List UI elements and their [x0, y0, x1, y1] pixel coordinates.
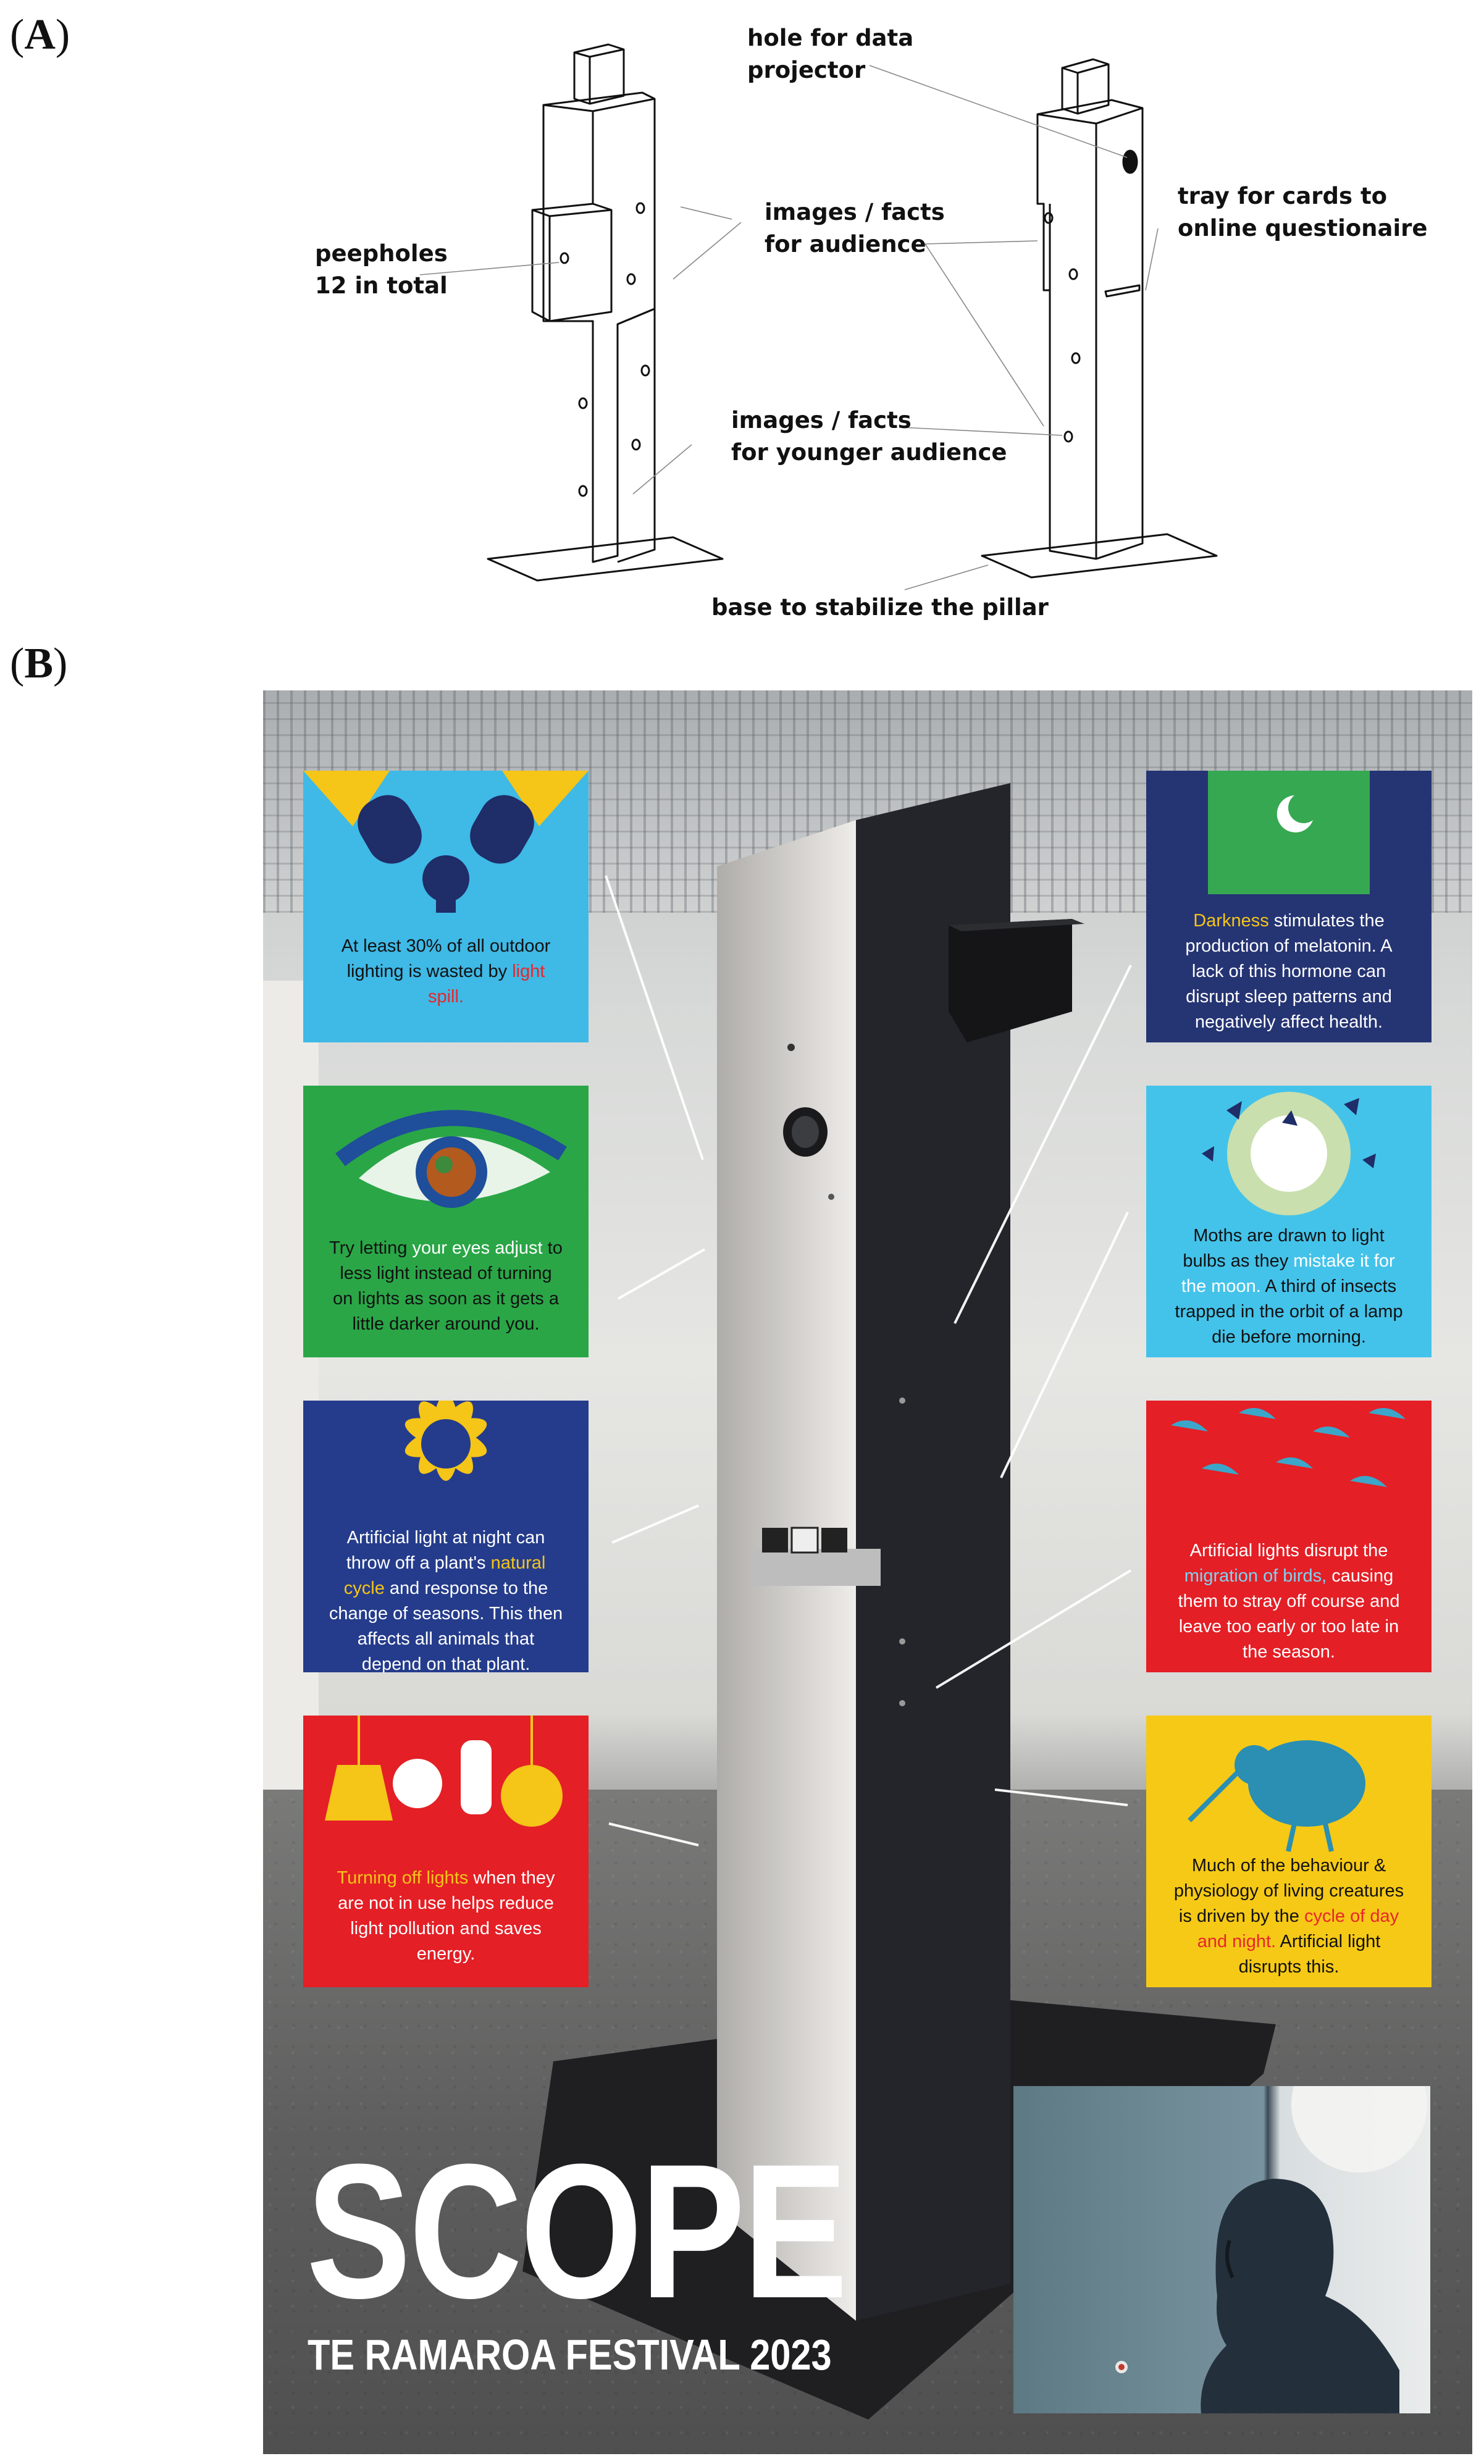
info-card-plant-cycle: Artificial light at night can throw off … — [303, 1401, 589, 1672]
card-tray — [1104, 284, 1141, 298]
light-bulbs-icon — [325, 1716, 563, 1827]
moths-bulb-icon — [1202, 1092, 1376, 1215]
annotation-base: base to stabilize the pillar — [711, 594, 1049, 621]
annotation-images-audience: images / facts for audience — [765, 199, 945, 258]
info-card-turn-off-lights: Turning off lights when they are not in … — [303, 1716, 589, 1987]
card-text: Much of the behaviour & physiology of li… — [1173, 1855, 1404, 1977]
kiwi-bird-icon — [1188, 1740, 1365, 1852]
annotation-images-younger: images / facts for younger audience — [731, 407, 1007, 466]
card-text: At least 30% of all outdoor lighting is … — [341, 936, 551, 1007]
sunflower-icon — [405, 1401, 487, 1481]
card-text: Darkness stimulates the production of me… — [1185, 910, 1393, 1032]
moon-window-icon — [1159, 771, 1419, 894]
festival-subtitle: TE RAMAROA FESTIVAL 2023 — [308, 2331, 832, 2379]
card-text: Moths are drawn to light bulbs as they m… — [1175, 1225, 1403, 1347]
pillar-sketches — [419, 43, 1218, 590]
leader-lines — [419, 65, 1159, 590]
card-text: Try letting your eyes adjust to less lig… — [329, 1238, 563, 1334]
info-card-light-spill: At least 30% of all outdoor lighting is … — [303, 771, 589, 1042]
exhibit-title: SCOPE — [306, 2124, 848, 2338]
exhibition-photo: At least 30% of all outdoor lighting is … — [263, 690, 1472, 2454]
annotation-peepholes: peepholes 12 in total — [315, 240, 448, 299]
info-card-bird-migration: Artificial lights disrupt the migration … — [1146, 1401, 1432, 1672]
projector-hole — [1122, 149, 1138, 174]
left-pillar-cap — [573, 43, 625, 105]
info-card-moths: Moths are drawn to light bulbs as they m… — [1146, 1086, 1432, 1357]
panel-a-label: (A) — [10, 11, 70, 59]
right-peepholes — [1044, 212, 1081, 443]
left-pillar-mid-block — [531, 203, 613, 322]
visitor-silhouette — [1115, 2086, 1427, 2413]
birds-flock-icon — [1171, 1408, 1406, 1487]
pillar-sketch-diagram: hole for data projector images / facts f… — [0, 0, 1484, 655]
annotation-tray-cards: tray for cards to online questionaire — [1178, 183, 1428, 241]
right-pillar-body — [1036, 99, 1144, 560]
eye-globe-icon — [335, 1110, 567, 1208]
card-text: Artificial lights disrupt the migration … — [1178, 1540, 1400, 1662]
info-card-day-night-cycle: Much of the behaviour & physiology of li… — [1146, 1716, 1432, 1987]
visitor-inset-photo — [1013, 2086, 1430, 2413]
info-card-darkness-melatonin: Darkness stimulates the production of me… — [1146, 771, 1432, 1042]
left-peepholes — [560, 202, 650, 497]
right-pillar-base — [981, 533, 1218, 579]
floodlights-icon — [303, 771, 589, 913]
info-card-eyes-adjust: Try letting your eyes adjust to less lig… — [303, 1086, 589, 1357]
annotation-hole-projector: hole for data projector — [747, 25, 914, 83]
card-text: Artificial light at night can throw off … — [329, 1528, 563, 1672]
left-pillar-base — [487, 536, 724, 582]
left-pillar-upper-body — [542, 91, 656, 563]
card-text: Turning off lights when they are not in … — [337, 1868, 555, 1964]
panel-b-label: (B) — [10, 640, 68, 687]
